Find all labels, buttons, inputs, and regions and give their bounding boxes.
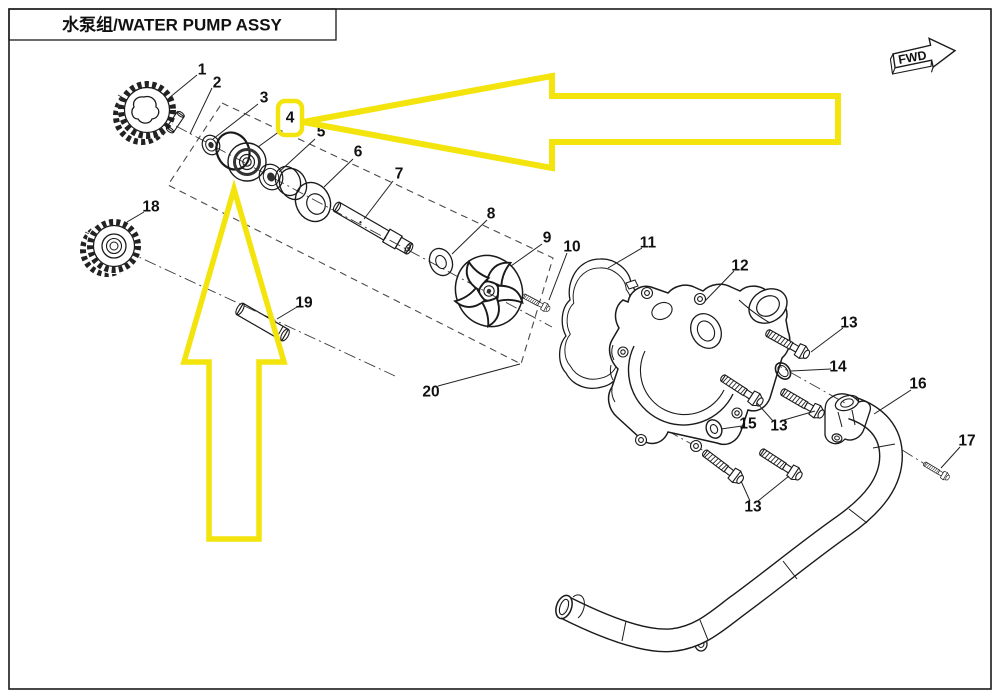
part-10-impeller-bolt [520, 291, 552, 314]
leader-line [168, 74, 198, 99]
page-title: 水泵组/WATER PUMP ASSY [62, 15, 282, 35]
leader-line [126, 211, 145, 223]
leader-line [189, 87, 213, 135]
leader-line [363, 180, 394, 220]
callout-label: 3 [260, 90, 269, 107]
callout-label: 13 [744, 499, 762, 516]
callout-label: 14 [829, 359, 847, 376]
part-7-shaft [332, 201, 414, 255]
callout-label: 13 [770, 418, 788, 435]
part-9-impeller [453, 254, 524, 329]
callout-label: 7 [395, 166, 404, 183]
fwd-label: FWD [897, 48, 927, 67]
callout-label: 10 [563, 239, 580, 256]
leader-line [757, 475, 790, 502]
callout-label: 1 [198, 62, 207, 79]
leader-line [276, 306, 298, 320]
callout-label: 11 [640, 235, 657, 252]
callout-label: 15 [739, 416, 757, 433]
leader-line [940, 446, 961, 469]
part-6-mechanical-seal [274, 165, 332, 223]
part-19-pin [235, 302, 290, 342]
leader-line [704, 270, 735, 302]
callout-label: 8 [487, 206, 496, 223]
fwd-indicator: FWD [889, 37, 957, 75]
highlight-annotations [180, 72, 841, 542]
highlight-box [275, 98, 305, 138]
callout-label: 13 [840, 315, 858, 332]
callout-label: 9 [543, 230, 552, 247]
part-12-pump-cover [607, 283, 791, 453]
callout-label: 20 [422, 384, 439, 401]
part-2-pin [165, 110, 185, 134]
part-4-seal-ring [201, 134, 221, 156]
leader-line [607, 247, 643, 269]
part-3-bearing [215, 131, 267, 182]
leader-line [257, 130, 281, 148]
leader-line [873, 389, 912, 415]
title-block [8, 8, 337, 41]
part-14-o-ring [774, 362, 792, 380]
callout-label: 18 [142, 199, 160, 216]
callout-label: 4 [286, 110, 295, 127]
part-8-washer [428, 247, 454, 277]
leader-line [451, 219, 488, 255]
callout-label: 5 [317, 124, 326, 141]
callout-label: 17 [958, 433, 975, 450]
leader-line [437, 363, 521, 387]
part-1-gear [113, 81, 176, 145]
callout-label: 2 [213, 75, 222, 92]
leader-line [548, 252, 568, 301]
part-15-washer [705, 419, 723, 439]
part-17-bolt [921, 459, 952, 483]
leader-line [212, 103, 259, 140]
leader-line [510, 243, 543, 267]
leader-line [783, 410, 816, 421]
part-5-oil-seal [258, 163, 284, 191]
callout-label: 19 [295, 295, 313, 312]
highlight-arrow-left [302, 72, 841, 172]
part-16-water-pipe [555, 393, 904, 653]
leader-line [720, 425, 743, 430]
leader-line [756, 402, 774, 422]
part-18-gear [80, 218, 142, 277]
highlight-arrow-up [180, 179, 288, 542]
callout-label: 6 [354, 144, 363, 161]
part-20-subassembly-dashed-box [167, 102, 554, 365]
pipe-bracket [824, 393, 872, 445]
callout-label: 16 [909, 376, 927, 393]
page-border [8, 8, 992, 690]
leader-line [740, 480, 751, 502]
leader-line [790, 368, 832, 372]
leader-line [323, 158, 354, 188]
leader-line [278, 138, 316, 173]
callout-label: 12 [731, 258, 748, 275]
leader-line [810, 327, 844, 353]
